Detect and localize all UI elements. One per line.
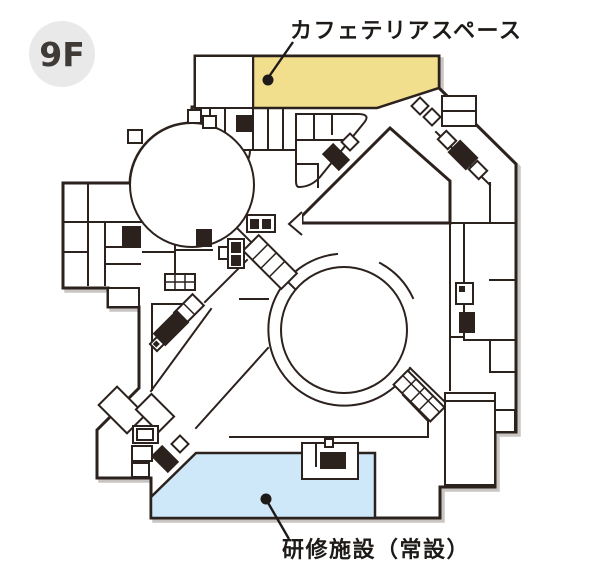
floor-badge-label: 9F	[39, 35, 85, 74]
grid-table	[164, 273, 196, 291]
floor-badge-circle	[29, 21, 95, 87]
cafeteria-leader-line	[267, 41, 294, 79]
elevator-blocks	[122, 115, 479, 474]
cafeteria-label: カフェテリアスペース	[290, 19, 522, 44]
ring-outer-arc-right	[378, 261, 415, 300]
cafeteria-annotation: カフェテリアスペース	[262, 19, 522, 86]
escalator-block-nw	[241, 233, 299, 291]
training-leader-line	[265, 500, 291, 540]
cafeteria-marker-dot	[262, 74, 274, 86]
ring-inner-circle	[280, 266, 408, 394]
service-boxes	[227, 214, 276, 269]
floor-badge: 9F	[29, 21, 95, 87]
training-annotation: 研修施設（常設）	[260, 493, 470, 563]
bottom-left-cluster	[97, 385, 190, 478]
top-left-room	[194, 55, 254, 109]
training-label: 研修施設（常設）	[282, 537, 470, 563]
bottom-elevator-room	[301, 438, 359, 480]
service-squares	[148, 96, 489, 353]
escalator-block-se	[392, 369, 446, 423]
training-marker-dot	[260, 493, 272, 505]
